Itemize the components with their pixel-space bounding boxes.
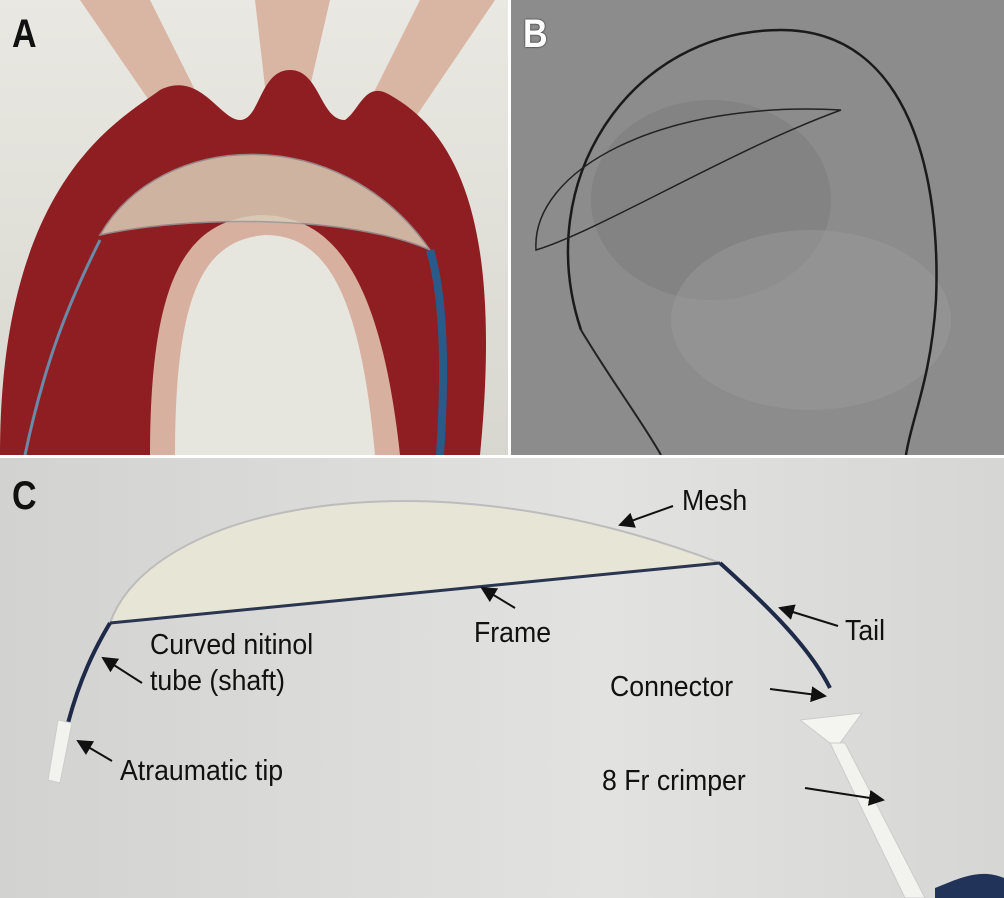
label-frame: Frame: [474, 617, 552, 649]
aortic-arch-illustration: [0, 0, 495, 455]
label-tip: Atraumatic tip: [120, 755, 284, 787]
label-crimper: 8 Fr crimper: [602, 765, 746, 797]
panel-a-illustration: A: [0, 0, 508, 455]
panel-letter-b: B: [523, 12, 548, 56]
label-connector: Connector: [610, 671, 734, 703]
panel-b-fluoroscopy: B: [511, 0, 1004, 455]
panel-letter-c: C: [12, 474, 37, 518]
panel-c-device-photo: C Mesh Frame Tail Connector Curved nitin…: [0, 458, 1004, 898]
device-photo: [47, 500, 1004, 898]
fluoroscopy-image: [511, 0, 1004, 455]
panel-letter-a: A: [12, 12, 37, 56]
label-mesh: Mesh: [682, 485, 748, 517]
label-tail: Tail: [845, 615, 886, 647]
label-shaft-line1: Curved nitinol: [150, 629, 314, 661]
label-shaft-line2: tube (shaft): [150, 665, 285, 697]
